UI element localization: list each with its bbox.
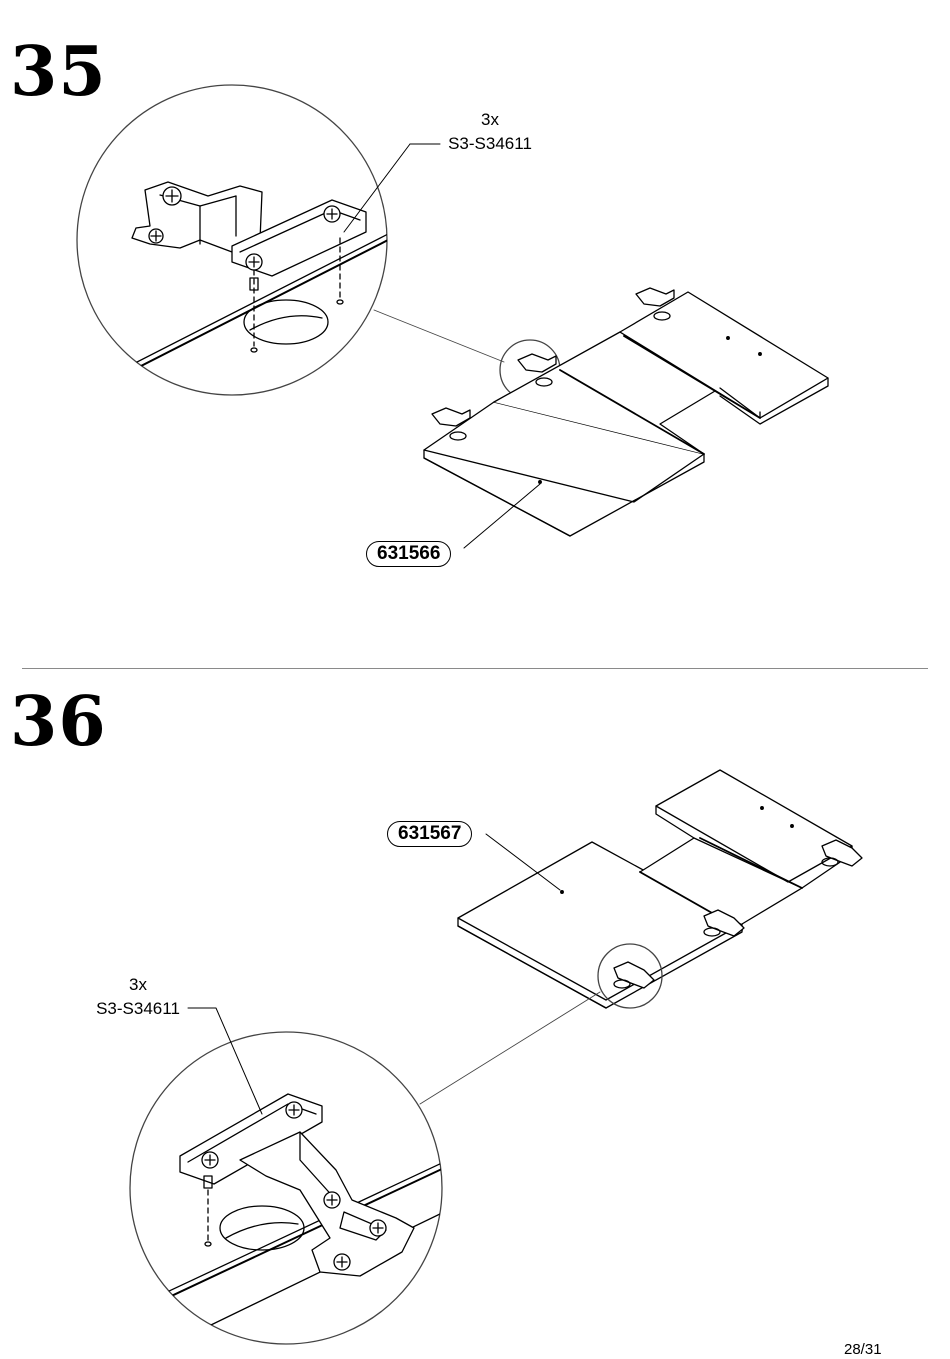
part-number-label: 631566 <box>366 541 451 567</box>
hardware-callout: 3x S3-S34611 <box>78 973 198 1021</box>
step-number: 36 <box>10 688 107 756</box>
hardware-code: S3-S34611 <box>430 132 550 156</box>
step35-detail-circle <box>77 85 440 395</box>
hardware-quantity: 3x <box>430 108 550 132</box>
step-divider <box>22 668 928 669</box>
step36-zoom-connector <box>420 992 600 1104</box>
page-number: 28/31 <box>844 1341 882 1358</box>
step-number: 35 <box>10 38 107 106</box>
hardware-code: S3-S34611 <box>78 997 198 1021</box>
step36-panels <box>458 770 862 1008</box>
hardware-quantity: 3x <box>78 973 198 997</box>
part-number-label: 631567 <box>387 821 472 847</box>
step35-zoom-connector <box>374 310 504 362</box>
step36-detail-circle <box>130 1008 444 1344</box>
step35-panels <box>424 288 828 548</box>
hardware-callout: 3x S3-S34611 <box>430 108 550 156</box>
